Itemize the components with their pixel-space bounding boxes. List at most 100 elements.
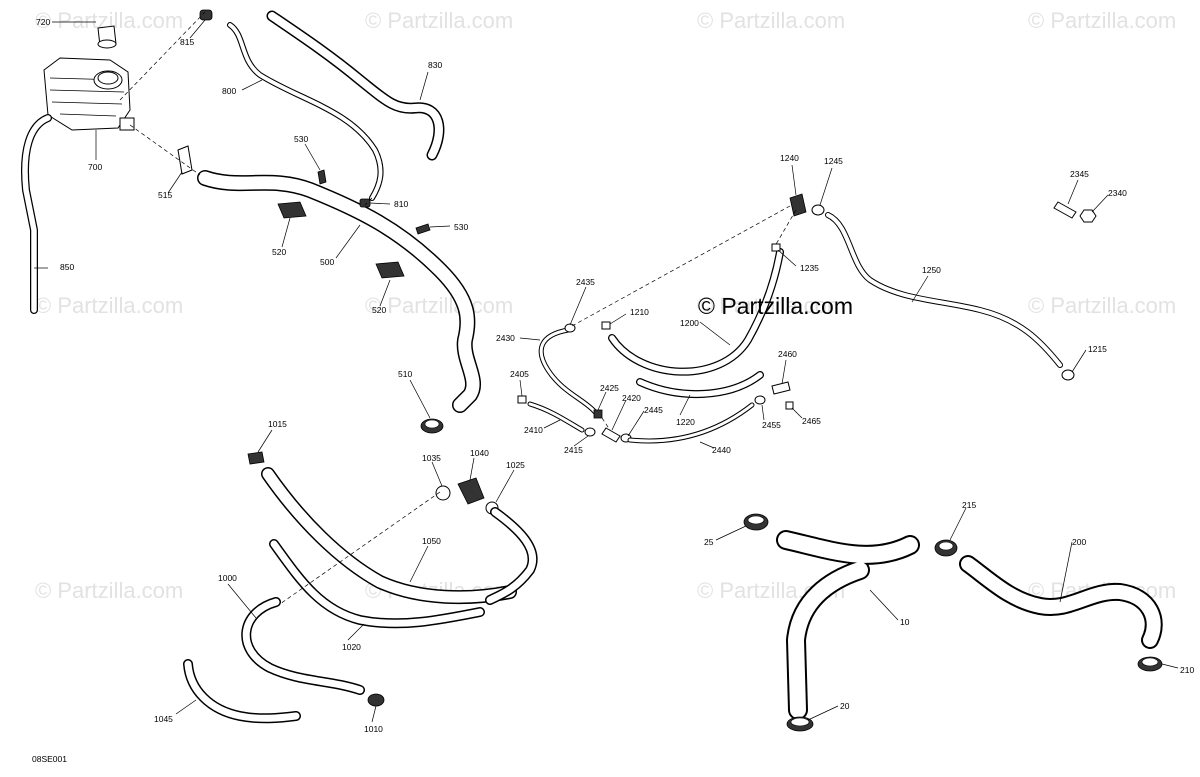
part-label-2425: 2425 — [600, 383, 619, 393]
hose-200 — [959, 555, 1163, 649]
clip-520 — [277, 201, 307, 219]
part-label-1015: 1015 — [268, 419, 287, 429]
hose-1045 — [183, 659, 301, 724]
fitting-2460 — [771, 381, 791, 395]
part-label-720: 720 — [36, 17, 50, 27]
hose-2410 — [527, 401, 585, 433]
clamp-1245 — [811, 204, 825, 216]
leaders-bottom-right — [715, 507, 1179, 721]
part-label-1250: 1250 — [922, 265, 941, 275]
part-label-510: 510 — [398, 369, 412, 379]
clamp-25 — [743, 513, 769, 531]
leaders-top-left — [34, 19, 451, 419]
clip-520 — [375, 261, 405, 279]
part-label-200: 200 — [1072, 537, 1086, 547]
part-label-810: 810 — [394, 199, 408, 209]
hose-500 — [197, 170, 482, 413]
clamp-1010 — [367, 693, 385, 707]
part-label-2345: 2345 — [1070, 169, 1089, 179]
clamp-1215 — [1061, 369, 1075, 381]
part-label-520: 520 — [272, 247, 286, 257]
fitting-2405 — [517, 395, 527, 404]
part-label-1020: 1020 — [342, 642, 361, 652]
part-label-1245: 1245 — [824, 156, 843, 166]
part-label-2415: 2415 — [564, 445, 583, 455]
part-label-520: 520 — [372, 305, 386, 315]
watermark: © Partzilla.com — [1028, 8, 1176, 33]
hose-2430 — [538, 327, 598, 415]
fitting-1210 — [601, 321, 611, 330]
part-label-700: 700 — [88, 162, 102, 172]
part-label-2430: 2430 — [496, 333, 515, 343]
part-label-2465: 2465 — [802, 416, 821, 426]
part-label-1045: 1045 — [154, 714, 173, 724]
part-label-850: 850 — [60, 262, 74, 272]
leaders-bottom-left — [175, 429, 515, 723]
part-label-1200: 1200 — [680, 318, 699, 328]
part-label-2445: 2445 — [644, 405, 663, 415]
part-label-1035: 1035 — [422, 453, 441, 463]
part-label-2340: 2340 — [1108, 188, 1127, 198]
fitting-2420 — [601, 427, 621, 443]
part-label-1235: 1235 — [800, 263, 819, 273]
part-label-2460: 2460 — [778, 349, 797, 359]
part-label-2410: 2410 — [524, 425, 543, 435]
part-label-515: 515 — [158, 190, 172, 200]
part-label-1040: 1040 — [470, 448, 489, 458]
part-label-2455: 2455 — [762, 420, 781, 430]
part-label-25: 25 — [704, 537, 714, 547]
hose-850 — [21, 114, 52, 314]
part-label-2405: 2405 — [510, 369, 529, 379]
hose-1250 — [825, 212, 1063, 368]
part-label-210: 210 — [1180, 665, 1194, 675]
hose-1020 — [269, 539, 485, 629]
part-label-1025: 1025 — [506, 460, 525, 470]
diagram-code: 08SE001 — [32, 754, 67, 764]
part-label-1240: 1240 — [780, 153, 799, 163]
sensor-2345 — [1053, 201, 1077, 219]
part-label-530: 530 — [294, 134, 308, 144]
part-label-1220: 1220 — [676, 417, 695, 427]
part-label-1050: 1050 — [422, 536, 441, 546]
part-label-815: 815 — [180, 37, 194, 47]
watermark: © Partzilla.com — [35, 578, 183, 603]
watermark: © Partzilla.com — [365, 293, 513, 318]
part-label-530: 530 — [454, 222, 468, 232]
part-label-215: 215 — [962, 500, 976, 510]
hose-800 — [227, 22, 384, 201]
clamp-20 — [786, 716, 814, 732]
part-labels: 720 815 800 830 700 850 515 530 810 530 … — [36, 17, 1194, 734]
clamp-2415 — [584, 427, 596, 437]
part-label-1000: 1000 — [218, 573, 237, 583]
fitting-1240 — [789, 193, 807, 217]
watermark-layer: © Partzilla.com © Partzilla.com © Partzi… — [35, 8, 1176, 603]
fitting-1015 — [247, 451, 265, 465]
fitting-1235 — [771, 243, 781, 252]
reservoir-cap — [97, 25, 117, 49]
hose-1000 — [241, 597, 365, 695]
clamp-2455 — [754, 395, 766, 405]
connector-1040 — [457, 477, 485, 505]
watermark: © Partzilla.com — [365, 8, 513, 33]
part-label-1215: 1215 — [1088, 344, 1107, 354]
clamp-815 — [199, 9, 213, 21]
hose-1050 — [261, 467, 517, 605]
part-label-830: 830 — [428, 60, 442, 70]
clamp-1035 — [435, 485, 451, 501]
clamp-215 — [934, 539, 958, 557]
hose-1025 — [485, 507, 538, 605]
part-label-2420: 2420 — [622, 393, 641, 403]
clamp-210 — [1137, 656, 1163, 672]
nut-2340 — [1079, 209, 1097, 223]
watermark: © Partzilla.com — [697, 8, 845, 33]
part-label-800: 800 — [222, 86, 236, 96]
watermark: © Partzilla.com — [1028, 293, 1176, 318]
hose-1200 — [608, 248, 784, 376]
part-label-1210: 1210 — [630, 307, 649, 317]
part-label-500: 500 — [320, 257, 334, 267]
tee-2425 — [593, 409, 603, 419]
hose-830 — [266, 10, 445, 161]
leaders-right-middle — [519, 164, 1109, 449]
